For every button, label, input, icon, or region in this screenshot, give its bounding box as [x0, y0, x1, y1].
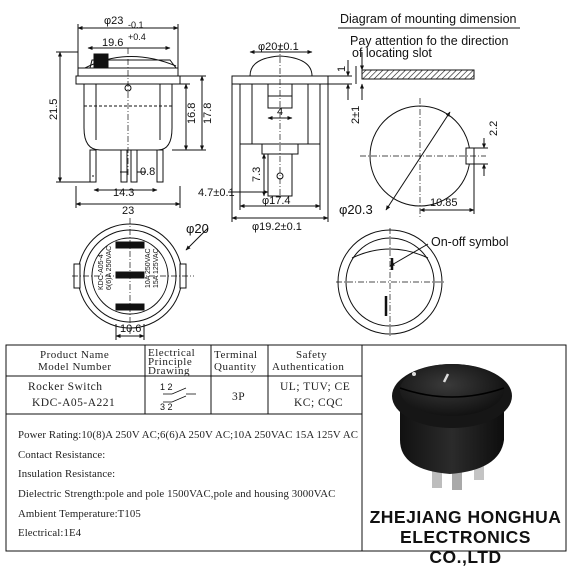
- dim-terminal-pitch: 0.8: [140, 166, 155, 178]
- svg-text:Product Name: Product Name: [40, 349, 109, 361]
- locating-note-line2: of locating slot: [352, 46, 432, 60]
- svg-text:Terminal: Terminal: [214, 349, 258, 361]
- principle-drawing: [163, 387, 196, 403]
- svg-text:Authentication: Authentication: [272, 361, 344, 373]
- onoff-label: On-off symbol: [431, 235, 509, 249]
- spec-electrical: Electrical:1E4: [18, 527, 82, 539]
- dim-rocker-width: 19.6: [102, 37, 123, 49]
- side-view: [228, 46, 352, 222]
- dim-rocker-width-tol: +0.4: [128, 32, 146, 42]
- company-line1: ZHEJIANG HONGHUA: [369, 507, 562, 527]
- front-view: [56, 24, 206, 208]
- dim-height-body: 16.8: [186, 103, 198, 124]
- svg-text:Quantity: Quantity: [214, 361, 257, 373]
- dim-side-top-dia: φ20±0.1: [258, 41, 299, 53]
- dim-cutout-dia: φ20.3: [339, 202, 373, 217]
- dim-side-4: 4: [277, 106, 283, 118]
- dim-side-17-4: φ17.4: [262, 195, 291, 207]
- mounting-title: Diagram of mounting dimension: [340, 12, 517, 26]
- safety-line2: KC; CQC: [294, 397, 343, 409]
- dim-base-width: 23: [122, 205, 134, 217]
- svg-text:10A 250VAC: 10A 250VAC: [145, 248, 152, 288]
- dim-height-total: 21.5: [48, 99, 60, 120]
- table-headers: Product Name Model Number Electrical Pri…: [38, 347, 344, 377]
- dim-height-frame: 17.8: [202, 103, 214, 124]
- housing-marking: KDC-A05-4 6(6)A 250VAC: [98, 246, 113, 290]
- mounting-diagram: [338, 27, 520, 218]
- housing-marking-right: 10A 250VAC 15A 125VAC: [145, 248, 160, 288]
- bottom-view: [72, 218, 209, 340]
- svg-text:15A 125VAC: 15A 125VAC: [153, 248, 160, 288]
- onoff-view: [336, 228, 446, 336]
- product-photo: [392, 364, 512, 490]
- svg-text:KDC-A05-4: KDC-A05-4: [98, 254, 105, 290]
- dim-side-4-7: 4.7±0.1: [198, 187, 235, 199]
- dim-overall-width-tol: -0.1: [128, 20, 144, 30]
- dim-cutout-key: 2.2: [488, 121, 500, 136]
- dim-cutout-flat: 10.85: [430, 197, 458, 209]
- front-view-dimension-labels: φ23 -0.1 19.6 +0.4 21.5 16.8 17.8 0.8 14…: [48, 15, 214, 217]
- svg-text:Model Number: Model Number: [38, 361, 112, 373]
- table-values: Rocker Switch KDC-A05-A221 1 2 3 2 3P UL…: [28, 381, 350, 412]
- spec-power-rating: Power Rating:10(8)A 250V AC;6(6)A 250V A…: [18, 429, 359, 441]
- spec-insulation-resistance: Insulation Resistance:: [18, 468, 116, 480]
- svg-text:Principle: Principle: [148, 356, 192, 368]
- company-line2: ELECTRONICS CO.,LTD: [400, 527, 531, 567]
- dim-terminal-span: 14.3: [113, 187, 134, 199]
- mounting-labels: Diagram of mounting dimension Pay attent…: [339, 12, 517, 217]
- dim-panel-2: 2±1: [350, 106, 362, 124]
- dim-side-7-3: 7.3: [251, 167, 263, 182]
- bottom-view-labels: φ20 10.6 KDC-A05-4 6(6)A 250VAC 10A 250V…: [98, 221, 209, 335]
- principle-bottom-label: 3 2: [160, 402, 173, 412]
- principle-top-label: 1 2: [160, 382, 173, 392]
- svg-text:Safety: Safety: [296, 349, 327, 361]
- svg-text:6(6)A 250VAC: 6(6)A 250VAC: [106, 246, 113, 290]
- dim-overall-width: φ23: [104, 15, 123, 27]
- model-number: KDC-A05-A221: [32, 397, 115, 409]
- locating-note-line1: Pay attention fo the direction: [350, 34, 508, 48]
- dim-bottom: 10.6: [120, 323, 141, 335]
- product-name: Rocker Switch: [28, 381, 103, 393]
- dim-side-19-2: φ19.2±0.1: [252, 221, 302, 233]
- svg-text:Drawing: Drawing: [148, 365, 190, 377]
- spec-contact-resistance: Contact Resistance:: [18, 449, 106, 461]
- dim-panel-1: 1: [336, 66, 348, 72]
- dim-front-dia: φ20: [186, 221, 209, 236]
- spec-table: [5, 344, 567, 552]
- spec-dielectric-strength: Dielectric Strength:pole and pole 1500VA…: [18, 488, 336, 500]
- safety-line1: UL; TUV; CE: [280, 381, 350, 393]
- terminal-quantity: 3P: [232, 391, 245, 403]
- svg-text:Electrical: Electrical: [148, 347, 195, 359]
- spec-ambient-temperature: Ambient Temperature:T105: [18, 508, 141, 520]
- side-view-dimension-labels: φ20±0.1 4 7.3 4.7±0.1 φ17.4 φ19.2±0.1 1: [198, 41, 348, 233]
